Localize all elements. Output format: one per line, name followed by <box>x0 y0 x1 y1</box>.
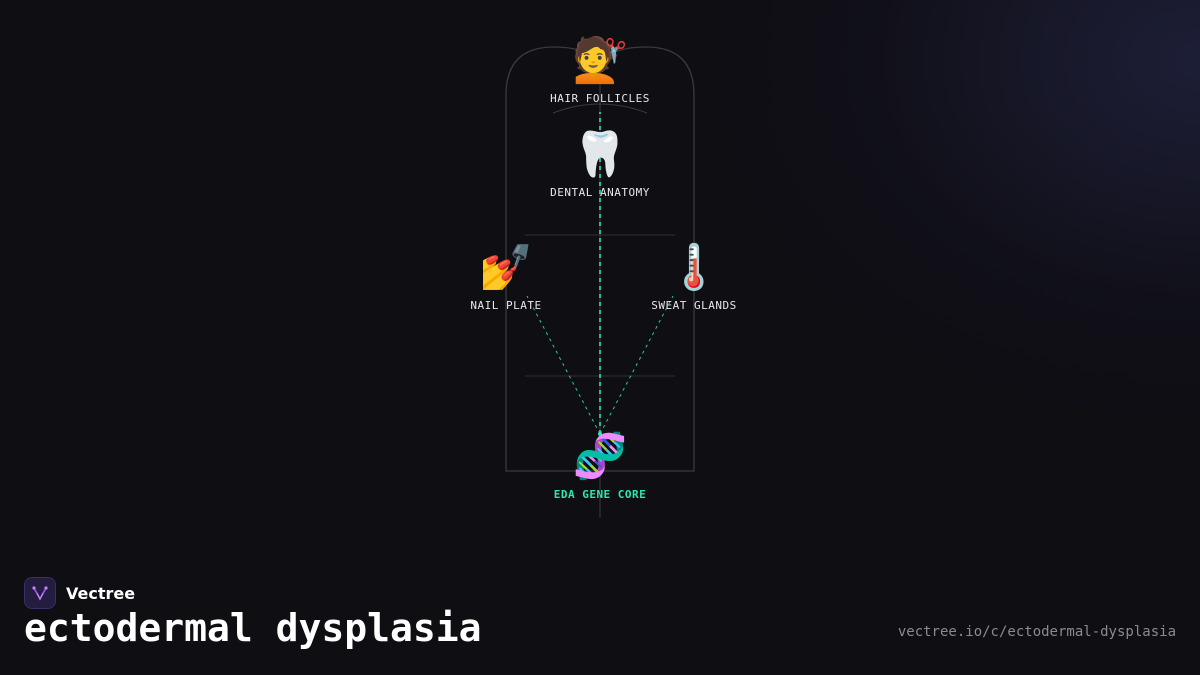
page-url[interactable]: vectree.io/c/ectodermal-dysplasia <box>897 624 1176 640</box>
edge-core-sweat <box>599 295 674 435</box>
node-hair-follicles[interactable]: 💇 HAIR FOLLICLES <box>550 35 650 106</box>
node-label: HAIR FOLLICLES <box>550 92 650 105</box>
node-dental-anatomy[interactable]: 🦷 DENTAL ANATOMY <box>550 129 650 200</box>
diagram-frame <box>505 46 695 472</box>
page-title: ectodermal dysplasia <box>24 606 482 650</box>
node-eda-gene-core[interactable]: 🧬 EDA GENE CORE <box>553 431 647 502</box>
nail-polish-icon: 💅 <box>478 242 534 293</box>
edge-core-nail <box>526 295 601 435</box>
node-nail-plate[interactable]: 💅 NAIL PLATE <box>470 242 542 313</box>
node-label: DENTAL ANATOMY <box>550 186 650 199</box>
edge-junction <box>598 432 602 436</box>
node-label: EDA GENE CORE <box>553 488 647 501</box>
brand[interactable]: Vectree <box>24 577 135 609</box>
tooth-icon: 🦷 <box>572 129 628 180</box>
haircut-icon: 💇 <box>572 35 628 86</box>
vectree-logo-icon <box>24 577 56 609</box>
node-sweat-glands[interactable]: 🌡️ SWEAT GLANDS <box>651 242 737 313</box>
dna-icon: 🧬 <box>572 431 628 482</box>
node-label: SWEAT GLANDS <box>651 299 737 312</box>
brand-name: Vectree <box>66 583 136 603</box>
thermometer-icon: 🌡️ <box>666 242 722 293</box>
node-label: NAIL PLATE <box>470 299 542 312</box>
